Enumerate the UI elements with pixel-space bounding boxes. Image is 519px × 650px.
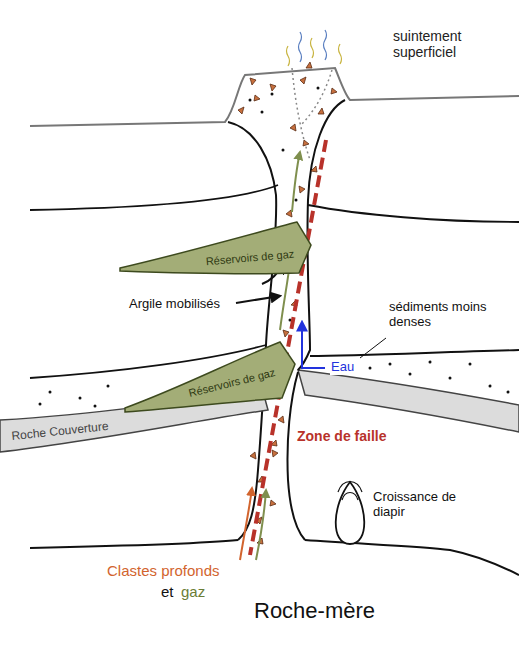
seepage-mark [311,38,314,58]
leader-line [360,338,386,358]
sediment-label: sédiments moins denses [388,300,508,330]
diapir-symbol [342,493,358,501]
clast-label: Clastes profonds [106,562,221,579]
node-outline [115,215,315,280]
mound-channel [292,68,310,160]
bedrock-surface [30,540,238,548]
seepage-mark [299,32,302,62]
fault-line [250,140,326,555]
node-shape [120,222,311,274]
diapir-label: Croissance de diapir [372,490,462,520]
clast-arrow [240,488,252,560]
gas-arrow [292,152,300,212]
node-shape [125,342,295,412]
diapir-symbol [336,482,365,544]
node-outline [110,330,310,420]
gas-arrow [256,490,266,560]
bedrock-surface [305,540,519,575]
seepage-mark [324,30,327,60]
clay-label: Argile mobilisés [128,297,221,312]
water-arrow [302,322,325,368]
water-label: Eau [330,360,355,375]
gas-reservoir: Réservoirs de gaz [115,215,315,280]
fault-label: Zone de faille [296,428,387,444]
layer-boundary [308,205,519,222]
seepage-mark [339,44,342,64]
seepage-label: suintement superficiel [392,28,512,60]
clay-arrow [236,296,280,303]
gas-reservoir: Réservoirs de gaz [110,330,310,420]
diapir-symbol [338,482,362,493]
ground-surface [30,68,519,126]
conduit-wall [287,372,305,540]
clast-fragments [238,62,337,544]
seepage-mark [287,46,290,66]
conduit-wall [228,122,276,540]
gas-label: gaz [180,583,206,600]
bedrock-label: Roche-mère [253,598,376,623]
layer-boundary [30,185,278,210]
cap-rock-band [298,370,519,432]
conjunction-label: et [160,583,175,600]
layer-boundary [310,350,519,356]
